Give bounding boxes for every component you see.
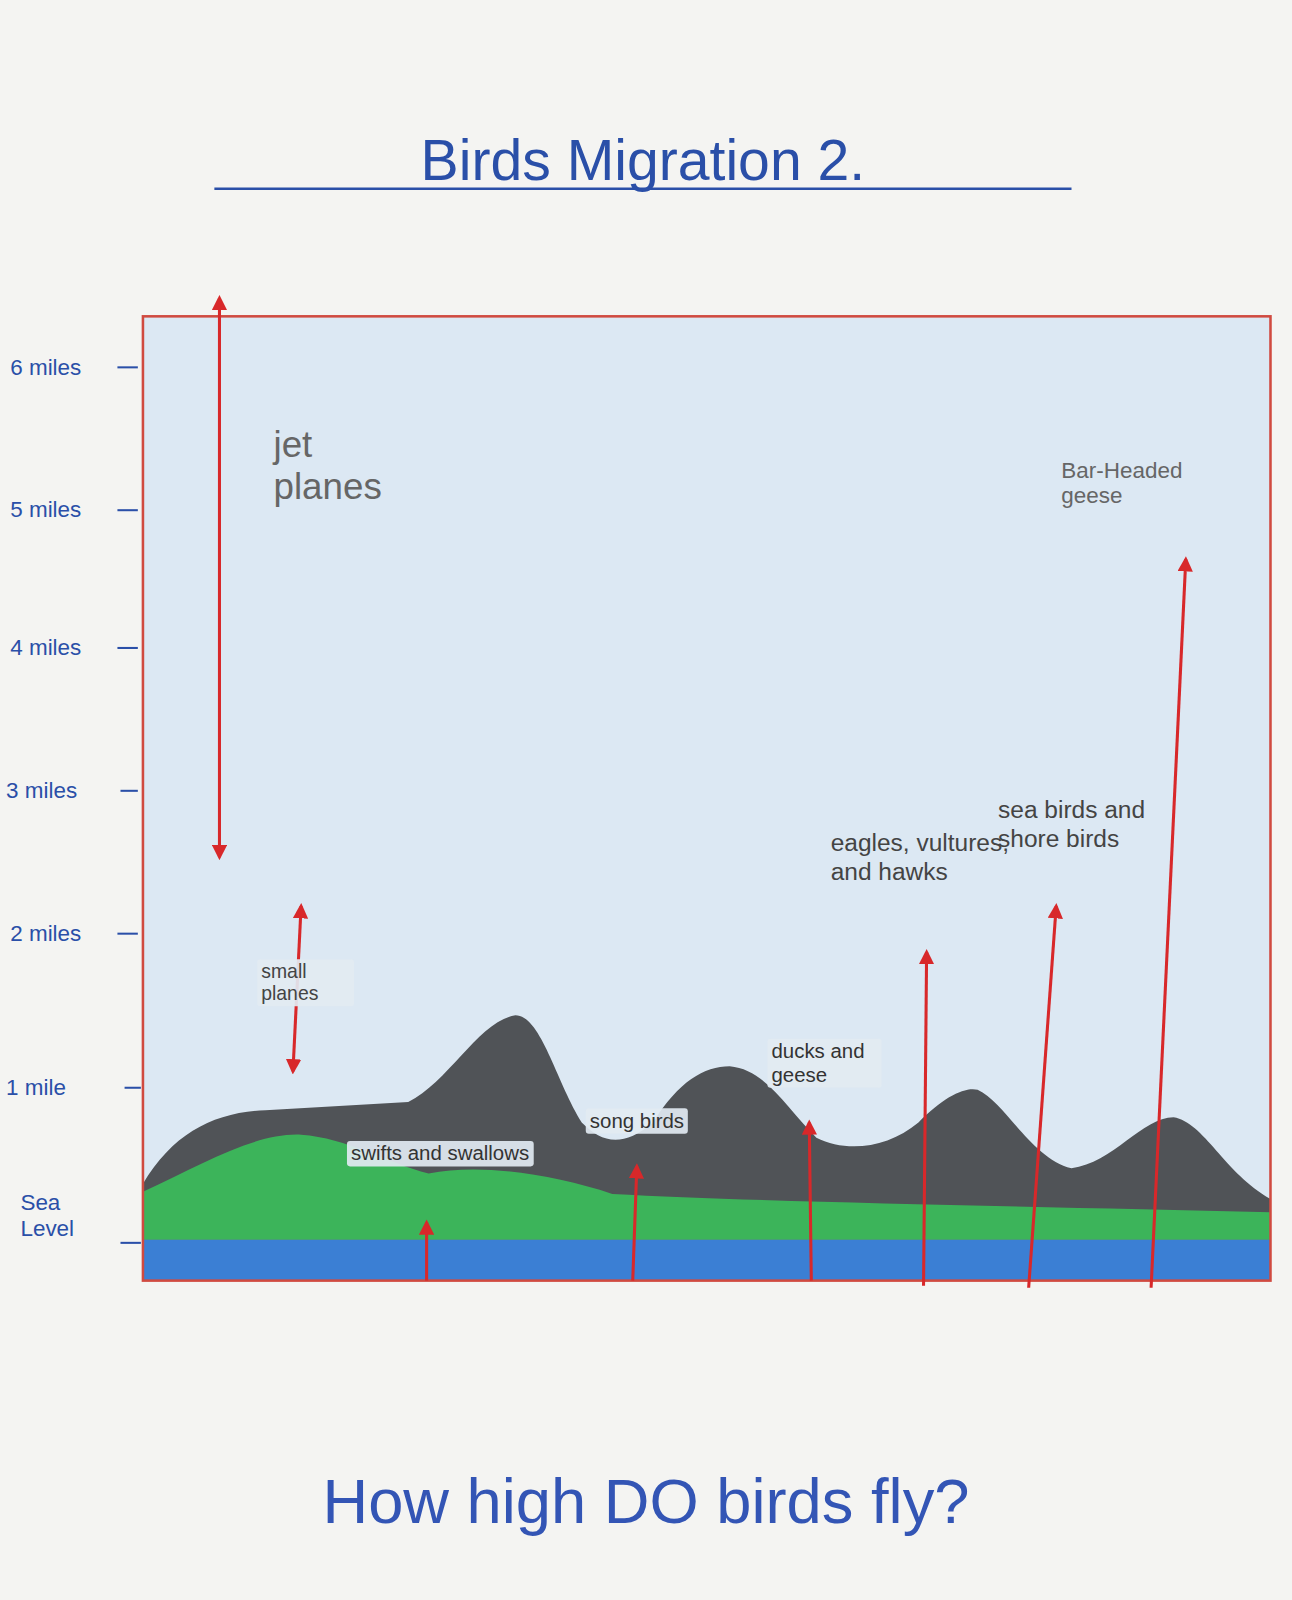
axis-label: 5 miles bbox=[10, 497, 117, 523]
bird-label: eagles, vultures, and hawks bbox=[831, 829, 1015, 885]
axis-label: 1 mile bbox=[6, 1075, 120, 1101]
axis-ticks bbox=[117, 367, 140, 1243]
bird-label: Bar-Headed geese bbox=[1061, 457, 1199, 509]
altitude-arrows bbox=[219, 298, 1185, 1288]
axis-label: Sea Level bbox=[20, 1190, 112, 1242]
sea bbox=[143, 1240, 1271, 1281]
axis-label: 2 miles bbox=[10, 920, 117, 946]
bird-label: sea birds and shore birds bbox=[998, 796, 1166, 852]
bird-label: ducks and geese bbox=[767, 1039, 881, 1088]
plane-label: jet planes bbox=[273, 424, 426, 508]
sky bbox=[143, 316, 1271, 1280]
title: Birds Migration 2. bbox=[153, 128, 1133, 194]
caption: How high DO birds fly? bbox=[102, 1464, 1190, 1537]
bird-label: song birds bbox=[586, 1108, 688, 1134]
bird-label: swifts and swallows bbox=[347, 1141, 533, 1167]
axis-label: 3 miles bbox=[6, 778, 116, 804]
chart-frame bbox=[143, 316, 1271, 1280]
plane-label: small planes bbox=[257, 959, 354, 1006]
axis-label: 4 miles bbox=[10, 635, 117, 661]
mountains bbox=[143, 1015, 1271, 1239]
axis-label: 6 miles bbox=[10, 354, 117, 380]
land bbox=[143, 1135, 1271, 1240]
